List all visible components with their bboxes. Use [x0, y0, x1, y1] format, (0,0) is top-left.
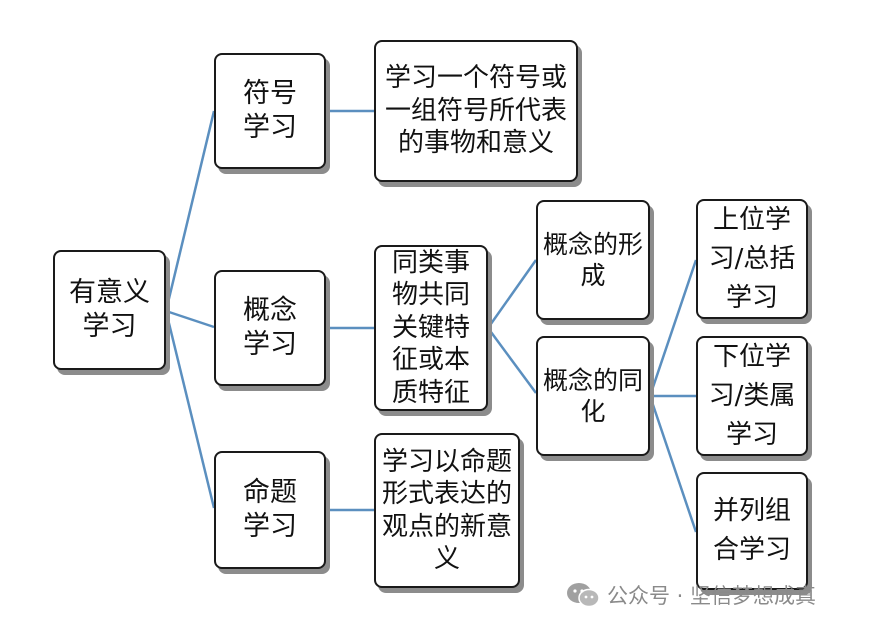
node-superordinate-learning-label: 上位学习/总括学习: [708, 204, 796, 313]
node-concept-description: 同类事物共同关键特征或本质特征: [374, 245, 488, 411]
wechat-icon: [567, 583, 600, 608]
link-desc-assim: [486, 327, 538, 394]
link-assim-comb: [648, 395, 698, 533]
link-root-prop: [164, 310, 216, 509]
node-root: 有意义学习: [53, 250, 166, 370]
node-concept-learning-label: 概念学习: [243, 295, 297, 360]
link-root-symbol: [164, 110, 216, 312]
node-subordinate-learning: 下位学习/类属学习: [696, 336, 808, 456]
link-desc-formation: [486, 259, 538, 329]
node-concept-formation-label: 概念的形成: [543, 229, 644, 290]
link-assim-super: [648, 259, 698, 397]
node-combinatorial-learning-label: 并列组合学习: [712, 496, 791, 565]
node-superordinate-learning: 上位学习/总括学习: [696, 199, 808, 319]
node-concept-formation: 概念的形成: [536, 200, 650, 320]
node-subordinate-learning-label: 下位学习/类属学习: [708, 341, 796, 450]
node-symbol-description-text: 学习一个符号或一组符号所代表的事物和意义: [384, 63, 567, 159]
node-root-label: 有意义学习: [69, 277, 150, 342]
node-symbol-description: 学习一个符号或一组符号所代表的事物和意义: [374, 40, 578, 182]
watermark-text: 公众号 · 坚信梦想成真: [607, 584, 817, 608]
node-proposition-description-text: 学习以命题形式表达的观点的新意义: [381, 446, 512, 575]
link-root-concept: [165, 309, 215, 329]
node-symbol-learning: 符号学习: [214, 53, 326, 169]
watermark: 公众号 · 坚信梦想成真: [565, 580, 816, 610]
node-symbol-learning-label: 符号学习: [243, 78, 297, 143]
node-concept-learning: 概念学习: [214, 270, 326, 386]
node-concept-assimilation: 概念的同化: [536, 336, 650, 456]
node-proposition-learning-label: 命题学习: [243, 477, 297, 542]
node-combinatorial-learning: 并列组合学习: [696, 472, 808, 590]
node-concept-assimilation-label: 概念的同化: [543, 365, 644, 426]
node-concept-description-text: 同类事物共同关键特征或本质特征: [391, 247, 470, 408]
node-proposition-learning: 命题学习: [214, 451, 326, 569]
node-proposition-description: 学习以命题形式表达的观点的新意义: [374, 433, 520, 588]
